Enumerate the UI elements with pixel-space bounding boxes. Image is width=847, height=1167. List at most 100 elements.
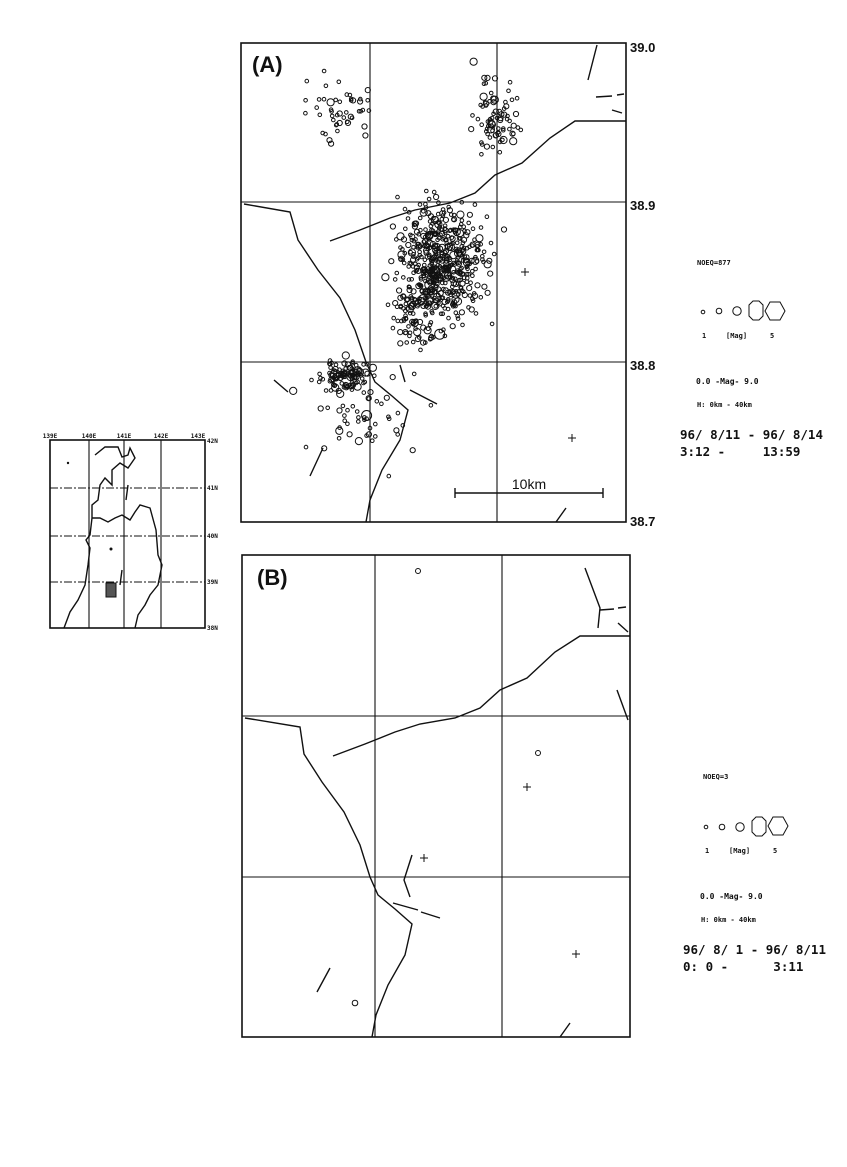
epicenter	[483, 100, 490, 107]
epicenter	[390, 325, 396, 331]
epicenter	[320, 376, 326, 382]
epicenter	[428, 334, 435, 341]
lat-label: 38.7	[630, 514, 655, 529]
panel-b-map: (B)	[241, 554, 631, 1038]
epicenter	[472, 292, 479, 299]
study-area-box	[105, 582, 117, 598]
epicenter	[478, 225, 484, 230]
epicenter	[388, 258, 395, 265]
epicenter	[395, 318, 401, 324]
epicenter	[402, 250, 408, 256]
epicenter	[409, 237, 415, 243]
epicenter	[359, 376, 365, 381]
epicenter	[440, 207, 446, 212]
epicenter	[449, 323, 456, 330]
epicenter	[447, 274, 453, 280]
epicenter	[361, 362, 366, 367]
epicenter	[415, 243, 422, 250]
epicenter	[465, 266, 470, 272]
epicenter	[427, 219, 433, 224]
epicenter	[357, 98, 364, 105]
epicenter	[349, 380, 355, 385]
panel-a-faults	[243, 44, 626, 523]
epicenter	[417, 296, 422, 302]
epicenter	[289, 386, 298, 395]
epicenter	[426, 287, 435, 296]
epicenter	[407, 248, 416, 257]
epicenter	[395, 410, 401, 416]
inset-lon-label: 142E	[154, 433, 169, 440]
epicenter	[490, 95, 497, 102]
epicenter	[344, 92, 350, 97]
epicenter	[455, 316, 461, 321]
epicenter	[415, 282, 422, 290]
epicenter	[483, 103, 489, 108]
epicenter	[411, 254, 416, 259]
epicenter	[407, 284, 412, 290]
epicenter	[439, 295, 444, 301]
epicenter	[361, 123, 368, 130]
epicenter	[321, 68, 327, 74]
epicenter	[408, 249, 413, 255]
scale-bar-label: 10km	[512, 476, 546, 492]
epicenter	[478, 102, 484, 108]
epicenter	[445, 299, 450, 305]
epicenter	[445, 242, 454, 251]
epicenter	[316, 379, 322, 385]
epicenter	[328, 365, 333, 370]
epicenter	[499, 135, 508, 145]
epicenter	[488, 90, 494, 96]
inset-lon-label: 140E	[82, 433, 97, 440]
inset-lake-dot	[109, 547, 113, 551]
epicenter	[496, 108, 503, 116]
epicenter	[456, 210, 465, 219]
epicenter	[365, 395, 372, 402]
epicenter	[361, 390, 367, 395]
epicenter	[381, 273, 390, 282]
epicenter	[341, 115, 347, 120]
epicenter	[389, 374, 396, 381]
epicenter	[333, 376, 339, 382]
epicenter	[361, 380, 366, 386]
depth-range: H: 0km - 40km	[701, 916, 756, 924]
epicenter	[459, 218, 465, 223]
epicenter	[455, 229, 464, 238]
panel-a-frame	[240, 42, 627, 523]
epicenter	[479, 92, 488, 101]
epicenter	[431, 189, 437, 195]
epicenter	[405, 304, 415, 313]
epicenter	[434, 328, 446, 340]
epicenter	[449, 241, 454, 246]
epicenter	[411, 220, 418, 227]
epicenter	[464, 245, 470, 251]
epicenter	[435, 211, 441, 217]
epicenter	[453, 310, 459, 316]
epicenter	[429, 256, 435, 261]
depth-range: H: 0km - 40km	[697, 401, 752, 409]
epicenter	[488, 240, 494, 246]
epicenter	[407, 333, 412, 339]
epicenter	[379, 401, 384, 407]
epicenter	[335, 426, 344, 435]
epicenter	[495, 130, 502, 138]
epicenter	[400, 257, 406, 262]
epicenter	[407, 310, 413, 316]
epicenter	[411, 223, 418, 230]
epicenter	[487, 99, 492, 104]
epicenter	[418, 277, 424, 282]
epicenter	[392, 277, 398, 282]
epicenter	[470, 226, 476, 231]
epicenter	[468, 126, 475, 133]
epicenter	[462, 254, 468, 259]
epicenter	[458, 224, 463, 230]
epicenter	[518, 127, 524, 133]
epicenter	[304, 78, 310, 84]
epicenter	[501, 126, 506, 131]
epicenter	[470, 298, 476, 304]
inset-grid	[49, 440, 205, 628]
epicenter	[362, 132, 369, 139]
epicenter	[335, 372, 341, 378]
epicenter	[420, 339, 427, 346]
epicenter	[425, 326, 431, 332]
epicenter	[349, 387, 355, 392]
